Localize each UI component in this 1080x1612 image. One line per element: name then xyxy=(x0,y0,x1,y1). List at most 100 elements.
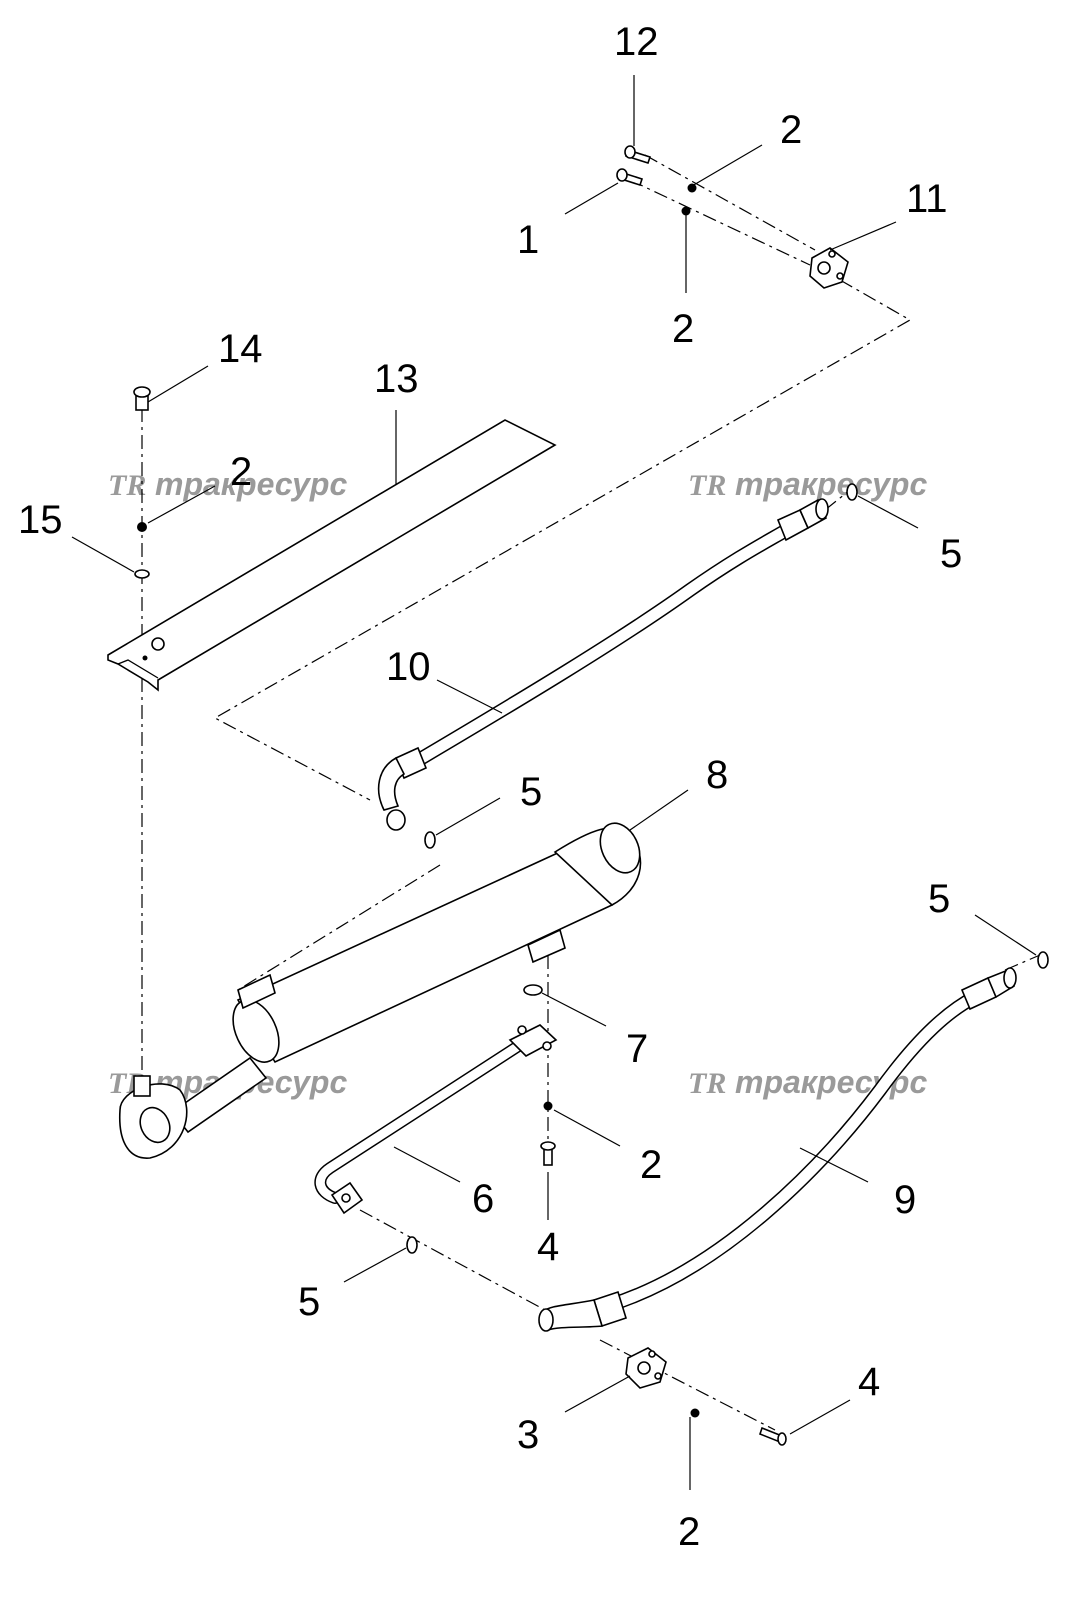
callout-10: 10 xyxy=(386,645,431,689)
leader-line xyxy=(436,679,503,714)
hose-fitting-end xyxy=(1003,967,1017,989)
bracket-edge xyxy=(117,659,159,679)
assembly-line xyxy=(599,1339,776,1431)
hose-elbow xyxy=(377,756,406,811)
callout-13: 13 xyxy=(374,357,419,401)
watermark-logo: TR xyxy=(688,1067,726,1100)
assembly-line xyxy=(629,179,811,266)
oring-5 xyxy=(1037,951,1049,969)
leader-line xyxy=(343,1247,407,1283)
callout-2: 2 xyxy=(780,108,802,152)
watermark-top-right: TR тракресурс xyxy=(688,466,927,502)
washer-2 xyxy=(687,183,697,193)
callout-4: 4 xyxy=(858,1360,880,1404)
callout-5: 5 xyxy=(940,532,962,576)
washer-15 xyxy=(134,569,150,579)
channel-bracket xyxy=(107,419,557,692)
callout-12: 12 xyxy=(614,20,659,64)
bracket-top xyxy=(107,419,557,692)
callout-2: 2 xyxy=(640,1143,662,1187)
flange-hole xyxy=(654,1372,662,1380)
leader-line xyxy=(147,485,216,524)
callout-5: 5 xyxy=(928,877,950,921)
oring-5 xyxy=(424,831,436,849)
leader-line xyxy=(564,1375,631,1413)
flange-bolt xyxy=(517,1025,527,1035)
hose-elbow-end xyxy=(386,809,406,831)
leader-line xyxy=(393,1146,461,1183)
bolt-14 xyxy=(133,386,151,411)
leader-line xyxy=(974,914,1037,956)
flange-hole xyxy=(828,250,836,258)
tube-flange-upper xyxy=(508,1024,558,1057)
assembly-line xyxy=(359,1209,546,1311)
hose-elbow-end xyxy=(538,1308,554,1332)
bracket-stud xyxy=(151,637,165,651)
leader-line xyxy=(629,789,689,831)
callout-14: 14 xyxy=(218,327,263,371)
rod-grease-fitting xyxy=(133,1075,151,1097)
bolt-head xyxy=(133,386,151,398)
split-flange-3 xyxy=(625,1347,667,1389)
hose-fitting-end xyxy=(815,498,829,520)
washer-2 xyxy=(681,206,691,216)
callout-5: 5 xyxy=(298,1280,320,1324)
callout-11: 11 xyxy=(906,177,948,221)
hose-body-inner xyxy=(404,522,796,771)
assembly-lines xyxy=(141,154,1041,1431)
cylinder-eye-bore xyxy=(599,822,641,874)
flange-bolt xyxy=(542,1041,552,1051)
rod-eye-bore xyxy=(139,1106,171,1144)
oring-5 xyxy=(406,1236,418,1254)
watermark-logo: TR xyxy=(108,469,146,502)
callout-2: 2 xyxy=(230,450,252,494)
leader-line xyxy=(553,1109,621,1147)
callout-8: 8 xyxy=(706,753,728,797)
hose-body-inner xyxy=(604,991,981,1311)
assembly-line xyxy=(644,154,816,251)
callout-6: 6 xyxy=(472,1177,494,1221)
washer-2 xyxy=(543,1101,553,1111)
leader-line xyxy=(799,1147,869,1183)
watermark-top-left: TR тракресурс xyxy=(108,466,347,502)
flange-hole xyxy=(836,272,844,280)
callout-5: 5 xyxy=(520,770,542,814)
flange-bore xyxy=(637,1361,651,1375)
bolt-4-lower xyxy=(759,1426,787,1446)
callout-2: 2 xyxy=(678,1510,700,1554)
callout-15: 15 xyxy=(18,498,63,542)
assembly-line xyxy=(824,489,851,511)
tube-6 xyxy=(314,1024,558,1215)
washer-2 xyxy=(690,1408,700,1418)
watermark-bottom-right: TR тракресурс xyxy=(688,1064,927,1100)
watermark-logo: TR xyxy=(688,469,726,502)
leader-line xyxy=(147,365,209,403)
leader-line xyxy=(691,144,763,187)
leader-line xyxy=(829,221,897,251)
bracket-hole xyxy=(142,655,148,661)
watermark-text: тракресурс xyxy=(155,466,347,502)
flange-bore xyxy=(341,1193,351,1203)
callout-9: 9 xyxy=(894,1178,916,1222)
bolt-head xyxy=(540,1141,556,1151)
bolt-4 xyxy=(540,1141,556,1166)
callouts: 12 2 1 11 2 14 13 2 15 5 10 5 8 5 7 2 6 … xyxy=(18,20,962,1554)
oring-7 xyxy=(523,984,543,996)
bolt-head xyxy=(777,1432,787,1446)
leader-line xyxy=(789,1399,851,1435)
leader-line xyxy=(564,182,619,215)
leader-lines xyxy=(71,75,1037,1490)
callout-2: 2 xyxy=(672,307,694,351)
bolt-1 xyxy=(616,168,644,187)
washer-2 xyxy=(137,522,147,532)
leader-line xyxy=(71,536,135,573)
hydraulic-cylinder-8 xyxy=(118,822,642,1159)
cylinder-port xyxy=(237,973,276,1010)
callout-3: 3 xyxy=(517,1413,539,1457)
hose-9 xyxy=(538,967,1017,1332)
split-flange-11 xyxy=(809,247,849,289)
flange-bore xyxy=(817,261,831,275)
cylinder-port xyxy=(527,928,566,964)
callout-7: 7 xyxy=(626,1027,648,1071)
